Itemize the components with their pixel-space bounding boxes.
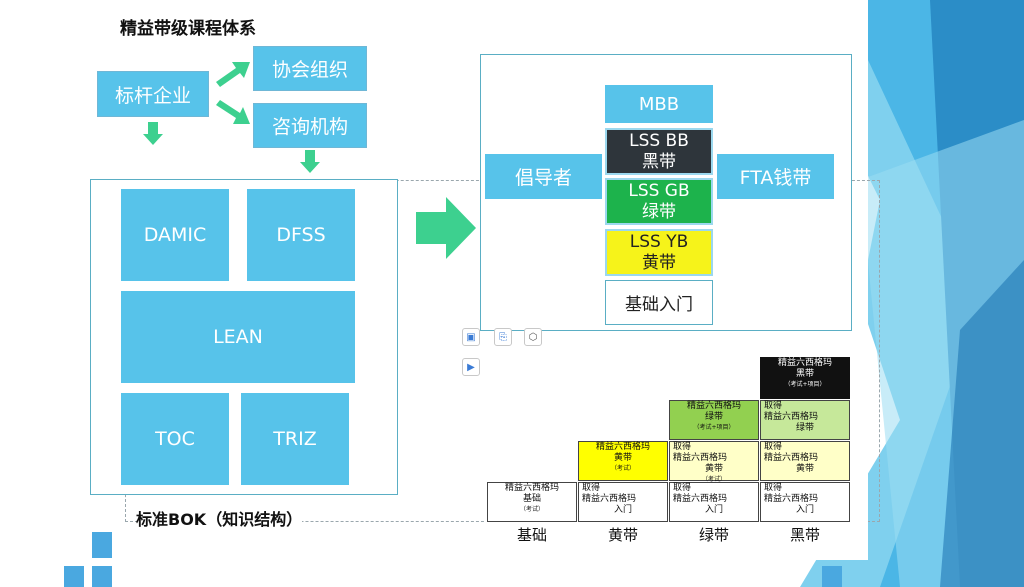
bok-caption: 标准BOK（知识结构） (136, 506, 303, 530)
deco-square (64, 566, 84, 587)
arrow-down-icon (300, 150, 320, 173)
yellow-belt-box: LSS YB 黄带 (605, 229, 713, 276)
stair-acquire-green-cell: 取得 精益六西格玛 绿带 (760, 400, 850, 440)
stair-yellow-cell: 精益六西格玛 黄带 （考试） (578, 441, 668, 481)
insert-icon[interactable]: ⎘ (494, 328, 512, 346)
toc-box: TOC (121, 393, 229, 485)
stairs-col-label: 基础 (516, 526, 547, 544)
consulting-box: 咨询机构 (253, 103, 367, 148)
yellow-belt-line2: 黄带 (642, 253, 676, 273)
mbb-box: MBB (605, 85, 713, 123)
picture-edit-icon[interactable]: ▣ (462, 328, 480, 346)
stairs-col-label: 黑带 (789, 526, 820, 544)
fta-box: FTA钱带 (717, 154, 834, 199)
triz-box: TRIZ (241, 393, 349, 485)
deco-square (822, 566, 842, 587)
black-belt-line1: LSS BB (629, 131, 689, 151)
big-right-arrow-icon (416, 197, 476, 259)
association-box: 协会组织 (253, 46, 367, 91)
arrows-layer (143, 62, 476, 259)
stair-basic-cell: 精益六西格玛 基础 （考试） (487, 482, 577, 522)
arrow-up-right-icon (216, 62, 250, 87)
champion-box: 倡导者 (485, 154, 602, 199)
stair-acquire-yellow-cell: 取得 精益六西格玛 黄带 （考试） (669, 441, 759, 483)
deco-square (92, 532, 112, 558)
stair-acquire-entry-cell-3: 取得 精益六西格玛 入门 (760, 482, 850, 522)
green-belt-box: LSS GB 绿带 (605, 178, 713, 225)
cube-icon[interactable]: ⬡ (524, 328, 542, 346)
stair-black-cell: 精益六西格玛 黑带 （考试+项目） (760, 357, 850, 399)
video-icon[interactable]: ▶ (462, 358, 480, 376)
stair-acquire-entry-cell: 取得 精益六西格玛 入门 (578, 482, 668, 522)
dfss-box: DFSS (247, 189, 355, 281)
damic-box: DAMIC (121, 189, 229, 281)
lean-box: LEAN (121, 291, 355, 383)
black-belt-box: LSS BB 黑带 (605, 128, 713, 175)
stairs-col-label: 黄带 (607, 526, 638, 544)
page-title: 精益带级课程体系 (120, 19, 256, 39)
yellow-belt-line1: LSS YB (629, 232, 689, 252)
black-belt-line2: 黑带 (642, 152, 676, 172)
stair-acquire-entry-cell-2: 取得 精益六西格玛 入门 (669, 482, 759, 522)
stair-green-cell: 精益六西格玛 绿带 （考试+项目） (669, 400, 759, 440)
stairs-col-label: 绿带 (698, 526, 729, 544)
benchmark-box: 标杆企业 (97, 71, 209, 117)
green-belt-line1: LSS GB (628, 181, 690, 201)
deco-square (92, 566, 112, 587)
arrow-down-right-icon (216, 100, 250, 124)
green-belt-line2: 绿带 (642, 202, 676, 222)
stair-acquire-yellow-cell-2: 取得 精益六西格玛 黄带 (760, 441, 850, 481)
arrow-down-icon (143, 122, 163, 145)
basic-box: 基础入门 (605, 280, 713, 325)
